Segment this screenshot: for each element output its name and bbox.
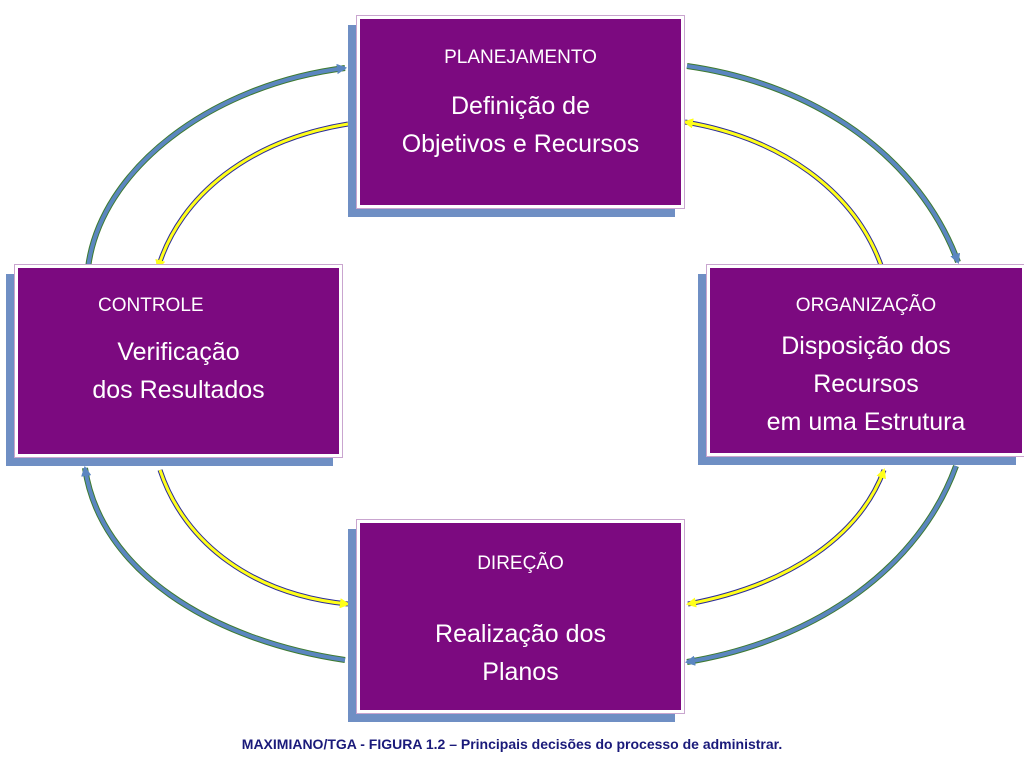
direcao-heading: DIREÇÃO (477, 553, 564, 574)
organizacao-box: ORGANIZAÇÃO Disposição dos Recursos em u… (706, 264, 1024, 457)
arrow-controle-to-direcao (157, 469, 350, 609)
arrow-direcao-to-controle (81, 466, 346, 663)
controle-box: CONTROLE Verificação dos Resultados (14, 264, 343, 458)
arrow-planejamento-to-organizacao (686, 63, 961, 264)
planejamento-description: Definição de Objetivos e Recursos (401, 92, 640, 158)
planejamento-box: PLANEJAMENTO Definição de Objetivos e Re… (356, 15, 685, 209)
figure-caption: MAXIMIANO/TGA - FIGURA 1.2 – Principais … (241, 736, 783, 752)
arrow-direcao-to-organizacao (687, 468, 887, 607)
arrow-organizacao-to-planejamento (683, 118, 885, 269)
inner-cycle (155, 118, 887, 609)
controle-description: Verificação dos Resultados (92, 338, 265, 404)
outer-cycle (81, 63, 961, 666)
controle-heading: CONTROLE (98, 295, 204, 316)
direcao-box: DIREÇÃO Realização dos Planos (356, 519, 685, 714)
arrow-organizacao-to-direcao (685, 464, 959, 666)
arrow-controle-to-planejamento (85, 64, 347, 269)
direcao-description: Realização dos Planos (435, 620, 606, 686)
organizacao-description: Disposição dos Recursos em uma Estrutura (766, 332, 966, 436)
planejamento-heading: PLANEJAMENTO (444, 47, 597, 68)
arrow-planejamento-to-controle (155, 121, 349, 270)
organizacao-heading: ORGANIZAÇÃO (795, 295, 937, 316)
